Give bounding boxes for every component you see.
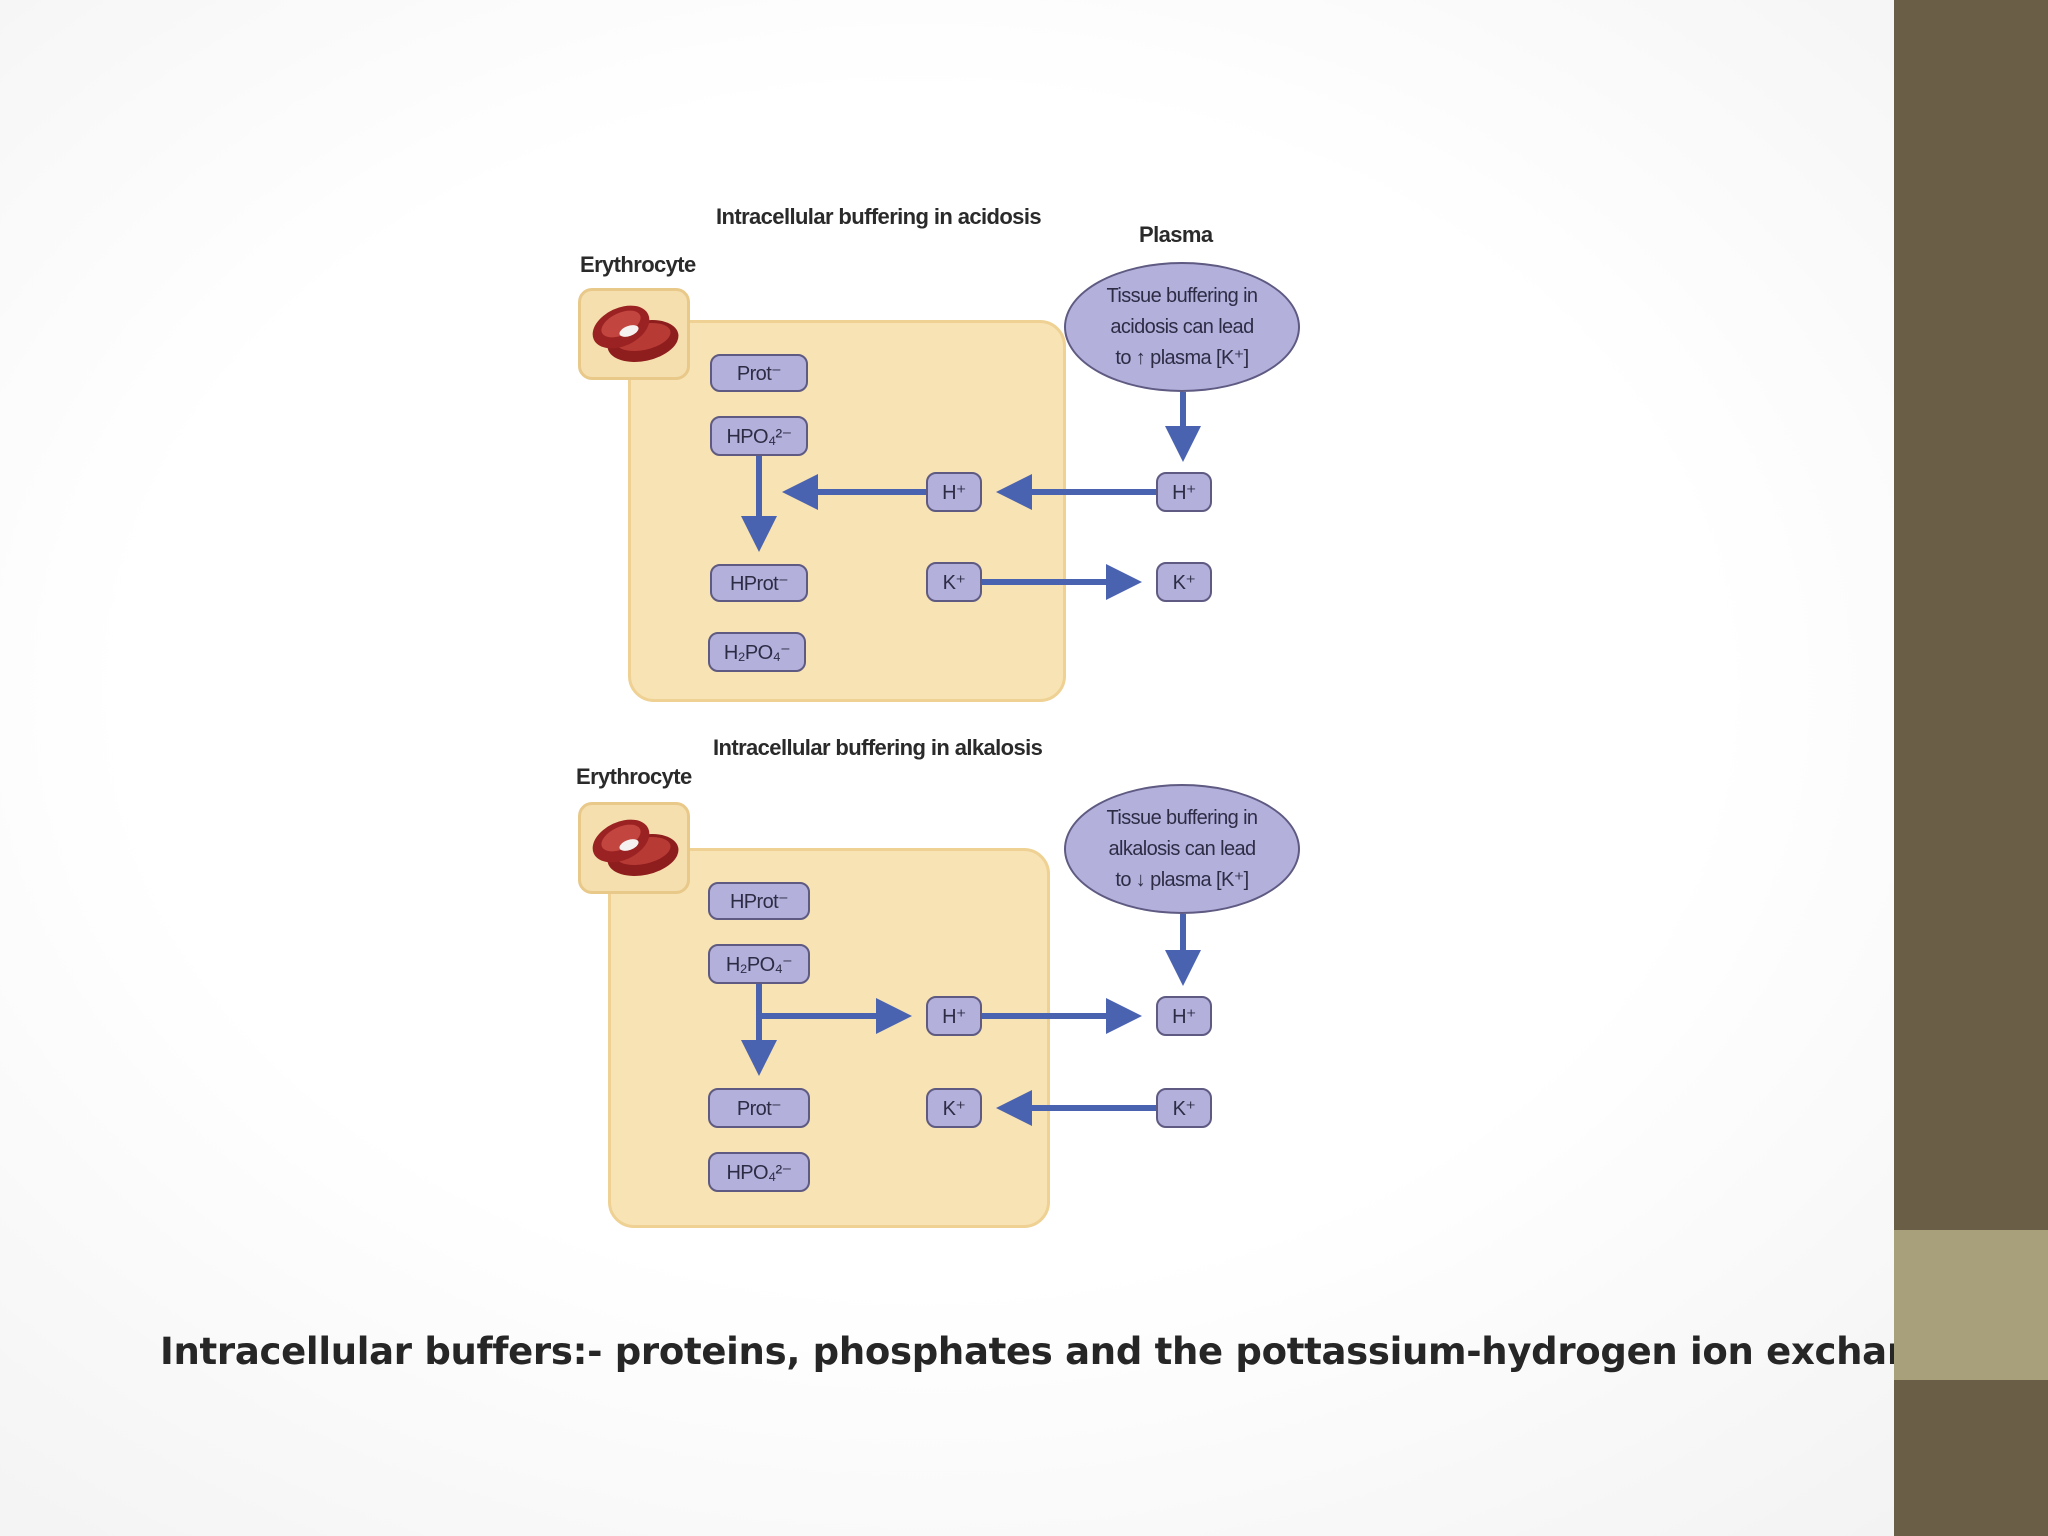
alkalosis-erythrocyte-icon [578, 802, 690, 894]
slide: Intracellular buffering in acidosis Plas… [160, 204, 1976, 1373]
caption-text: Intracellular buffers:- proteins, phosph… [160, 1330, 1964, 1373]
slide-caption: Intracellular buffers:- proteins, phosph… [160, 1330, 1976, 1373]
acidosis-hpo4-label: HPO₄²⁻ [710, 416, 808, 456]
acidosis-erythrocyte-label: Erythrocyte [580, 252, 696, 277]
alkalosis-h-cell-label: H⁺ [926, 996, 982, 1036]
alkalosis-hpo4-label: HPO₄²⁻ [708, 1152, 810, 1192]
alkalosis-bubble-line-3: to ↓ plasma [K⁺] [1115, 868, 1249, 891]
acidosis-cell [628, 320, 1066, 702]
acidosis-plasma-bubble: Tissue buffering in acidosis can lead to… [1064, 262, 1300, 392]
decorative-sidebar-accent [1894, 1230, 2048, 1380]
alkalosis-prot-label: Prot⁻ [708, 1088, 810, 1128]
flow-arrows [741, 392, 1201, 1126]
acidosis-bubble-line-1: Tissue buffering in [1106, 284, 1259, 307]
acidosis-k-plasma-label: K⁺ [1156, 562, 1212, 602]
alkalosis-cell [608, 848, 1050, 1228]
acidosis-erythrocyte-icon [578, 288, 690, 380]
acidosis-bubble-line-2: acidosis can lead [1110, 315, 1254, 338]
alkalosis-erythrocyte-label: Erythrocyte [576, 764, 692, 789]
alkalosis-hprot-label: HProt⁻ [708, 882, 810, 920]
acidosis-bubble-line-3: to ↑ plasma [K⁺] [1115, 346, 1249, 369]
acidosis-k-cell-label: K⁺ [926, 562, 982, 602]
alkalosis-k-cell-label: K⁺ [926, 1088, 982, 1128]
acidosis-title: Intracellular buffering in acidosis [716, 204, 1042, 229]
alkalosis-bubble-line-2: alkalosis can lead [1108, 837, 1256, 860]
alkalosis-h-plasma-label: H⁺ [1156, 996, 1212, 1036]
acidosis-hprot-label: HProt⁻ [710, 564, 808, 602]
acidosis-prot-label: Prot⁻ [710, 354, 808, 392]
acidosis-h-plasma-label: H⁺ [1156, 472, 1212, 512]
alkalosis-h2po4-label: H₂PO₄⁻ [708, 944, 810, 984]
alkalosis-plasma-bubble: Tissue buffering in alkalosis can lead t… [1064, 784, 1300, 914]
acidosis-h-cell-label: H⁺ [926, 472, 982, 512]
acidosis-h2po4-label: H₂PO₄⁻ [708, 632, 806, 672]
alkalosis-bubble-line-1: Tissue buffering in [1106, 806, 1259, 829]
alkalosis-title: Intracellular buffering in alkalosis [713, 735, 1043, 760]
alkalosis-k-plasma-label: K⁺ [1156, 1088, 1212, 1128]
acidosis-plasma-label: Plasma [1139, 222, 1213, 247]
